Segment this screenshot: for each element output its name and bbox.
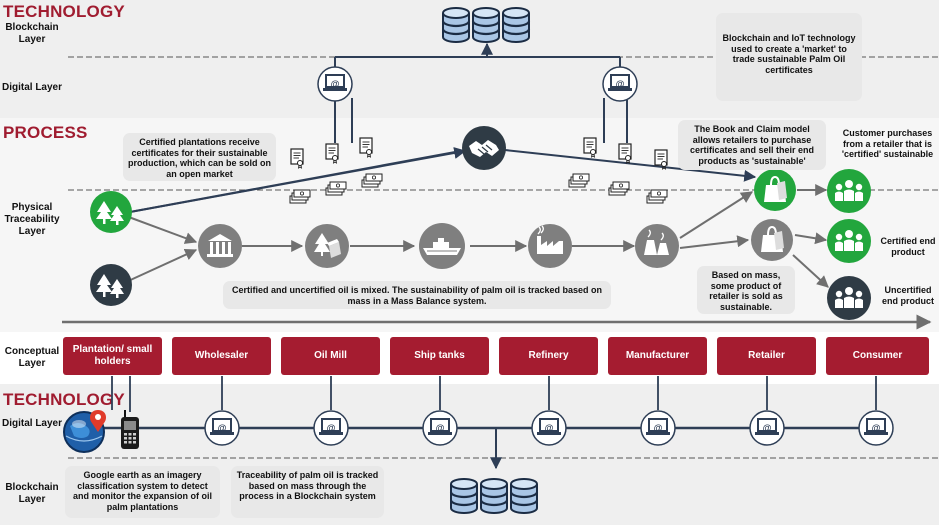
stage-refinery: Refinery [499, 337, 598, 375]
mass-balance-note: Certified and uncertified oil is mixed. … [223, 281, 611, 309]
top-network-lines [334, 42, 628, 143]
box-tree-icon [305, 224, 349, 268]
people-icon [827, 219, 871, 263]
physical-layer-label: Physical Traceability Layer [4, 202, 60, 237]
stage-wholesaler: Wholesaler [172, 337, 271, 375]
tree-icon [90, 191, 132, 233]
laptop-symbol: @ [763, 423, 772, 433]
technology-top-title: TECHNOLOGY [3, 2, 125, 21]
stage-ship-tanks: Ship tanks [390, 337, 489, 375]
blockchain-iot-note: Blockchain and IoT technology used to cr… [716, 13, 862, 101]
money-icon [361, 173, 383, 188]
customer-purchases-note: Customer purchases from a retailer that … [841, 128, 934, 159]
phone-icon [121, 410, 139, 449]
conceptual-layer-label: Conceptual Layer [4, 346, 60, 369]
shopping-bag-icon [754, 169, 796, 211]
based-on-mass-note: Based on mass, some product of retailer … [697, 266, 795, 314]
stage-plantation: Plantation/ small holders [63, 337, 162, 375]
stage-retailer: Retailer [717, 337, 816, 375]
stage-consumer: Consumer [826, 337, 929, 375]
uncertified-end-product-label: Uncertified end product [882, 285, 934, 306]
money-icon [608, 181, 630, 196]
money-icon [289, 189, 311, 204]
blockchain-layer-bottom-label: Blockchain Layer [5, 482, 59, 505]
certificate-icon [359, 137, 373, 158]
database-icon [449, 477, 479, 515]
certified-plantations-note: Certified plantations receive certificat… [123, 133, 276, 181]
laptop-symbol: @ [654, 423, 663, 433]
tree-icon [90, 264, 132, 306]
database-icon [441, 6, 471, 44]
laptop-symbol: @ [331, 79, 340, 89]
traceability-note: Traceability of palm oil is tracked base… [231, 466, 384, 518]
laptop-symbol: @ [218, 423, 227, 433]
laptop-symbol: @ [616, 79, 625, 89]
money-icon [568, 173, 590, 188]
technology-bottom-title: TECHNOLOGY [3, 390, 125, 409]
handshake-icon [462, 126, 506, 170]
certificate-icon [583, 137, 597, 158]
google-earth-note: Google earth as an imagery classificatio… [65, 466, 220, 518]
blockchain-layer-top-label: Blockchain Layer [5, 22, 59, 45]
laptop-symbol: @ [327, 423, 336, 433]
laptop-symbol: @ [545, 423, 554, 433]
shopping-bag-icon [751, 219, 793, 261]
laptop-symbol: @ [872, 423, 881, 433]
process-title: PROCESS [3, 123, 88, 142]
stage-manufacturer: Manufacturer [608, 337, 707, 375]
money-icon [646, 189, 668, 204]
factory-icon [528, 224, 572, 268]
refinery-icon [635, 224, 679, 268]
people-icon [827, 169, 871, 213]
stage-oil-mill: Oil Mill [281, 337, 380, 375]
database-icon [471, 6, 501, 44]
certificate-icon [290, 148, 304, 169]
ship-icon [419, 223, 465, 269]
laptop-symbol: @ [436, 423, 445, 433]
database-icon [501, 6, 531, 44]
digital-layer-bottom-label: Digital Layer [1, 418, 63, 429]
certificate-icon [325, 143, 339, 164]
digital-layer-top-label: Digital Layer [1, 82, 63, 93]
bank-icon [198, 224, 242, 268]
database-icon [509, 477, 539, 515]
globe-pin-icon [63, 410, 106, 453]
certificate-icon [618, 143, 632, 164]
people-icon [827, 276, 871, 320]
database-icon [479, 477, 509, 515]
book-claim-note: The Book and Claim model allows retailer… [678, 120, 826, 170]
money-icon [325, 181, 347, 196]
certified-end-product-label: Certified end product [880, 236, 936, 257]
